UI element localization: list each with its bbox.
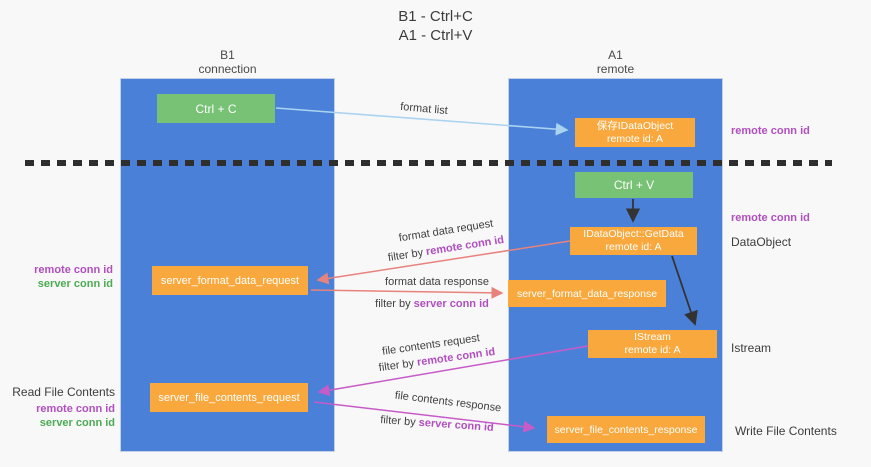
a1-header-role: remote <box>596 62 635 76</box>
server-conn-id-text: server conn id <box>413 298 489 310</box>
format-list-text: format list <box>399 100 449 118</box>
server-file-contents-request-box: server_file_contents_request <box>150 383 308 412</box>
format-data-response-text: format data response <box>385 276 489 288</box>
filter-by-text: filter by <box>379 414 420 429</box>
left-file-server-conn-id: server conn id <box>39 417 115 429</box>
getdata-remote-id: remote id: A <box>605 241 662 253</box>
column-header-a1: A1 remote <box>508 48 723 76</box>
save-idataobject-box: 保存IDataObject remote id: A <box>575 118 695 147</box>
filter-by-text: filter by <box>375 298 414 310</box>
diagram-title: B1 - Ctrl+C A1 - Ctrl+V <box>0 7 871 45</box>
format-list-label: format list <box>400 101 449 117</box>
save-idataobject-label: 保存IDataObject <box>596 119 674 132</box>
filter-by-server-conn-id-label-2: filter by server conn id <box>380 414 494 434</box>
left-format-conn-id-annotation: remote conn id server conn id <box>10 263 113 291</box>
server-conn-id-text: server conn id <box>418 416 495 434</box>
file-contents-response-label: file contents response <box>394 390 502 415</box>
format-data-response-label: format data response <box>385 276 489 288</box>
istream-label: IStream <box>634 331 671 343</box>
istream-annotation-text: Istream <box>731 341 772 355</box>
file-contents-response-text: file contents response <box>394 389 502 415</box>
ctrl-c-label: Ctrl + C <box>195 101 237 116</box>
server-format-data-request-label: server_format_data_request <box>160 274 300 287</box>
istream-box: IStream remote id: A <box>588 330 717 358</box>
b1-header-role: connection <box>198 62 257 76</box>
ctrl-v-label: Ctrl + V <box>613 178 655 192</box>
right-remote-conn-id-top-text: remote conn id <box>731 125 810 137</box>
server-format-data-response-label: server_format_data_response <box>516 287 658 300</box>
dataobject-text: DataObject <box>731 235 792 249</box>
ctrl-c-box: Ctrl + C <box>157 94 275 123</box>
diagram-title-line2: A1 - Ctrl+V <box>398 27 473 44</box>
left-file-remote-conn-id: remote conn id <box>36 403 115 415</box>
column-header-b1: B1 connection <box>120 48 335 76</box>
diagram-title-line1: B1 - Ctrl+C <box>398 8 473 25</box>
arrow-format-data-response <box>310 286 504 299</box>
write-file-contents-annotation: Write File Contents <box>735 424 837 438</box>
filter-by-server-conn-id-label-1: filter by server conn id <box>375 298 489 310</box>
right-remote-conn-id-mid-text: remote conn id <box>731 212 810 224</box>
server-file-contents-request-label: server_file_contents_request <box>158 391 300 404</box>
getdata-label: IDataObject::GetData <box>583 228 684 240</box>
left-remote-conn-id: remote conn id <box>34 264 113 276</box>
istream-annotation: Istream <box>731 341 771 355</box>
write-file-contents-text: Write File Contents <box>735 424 837 438</box>
idataobject-getdata-box: IDataObject::GetData remote id: A <box>570 227 697 255</box>
right-remote-conn-id-mid: remote conn id <box>731 211 810 225</box>
save-idataobject-remote-id: remote id: A <box>606 132 664 145</box>
filter-by-text: filter by <box>378 356 418 375</box>
server-file-contents-response-label: server_file_contents_response <box>554 423 698 436</box>
a1-header-name: A1 <box>608 48 623 62</box>
filter-by-text: filter by <box>387 246 428 265</box>
b1-header-name: B1 <box>220 48 235 62</box>
left-file-annotation: Read File Contents remote conn id server… <box>10 385 115 430</box>
server-file-contents-response-box: server_file_contents_response <box>547 416 705 443</box>
dataobject-annotation: DataObject <box>731 235 791 249</box>
left-server-conn-id: server conn id <box>37 278 113 290</box>
server-format-data-request-box: server_format_data_request <box>152 266 308 295</box>
ctrl-v-box: Ctrl + V <box>575 172 693 198</box>
right-remote-conn-id-top: remote conn id <box>731 124 810 138</box>
server-format-data-response-box: server_format_data_response <box>508 280 666 307</box>
istream-remote-id: remote id: A <box>624 344 681 356</box>
read-file-contents-label: Read File Contents <box>12 385 115 399</box>
session-divider-dashed-line <box>25 160 832 166</box>
